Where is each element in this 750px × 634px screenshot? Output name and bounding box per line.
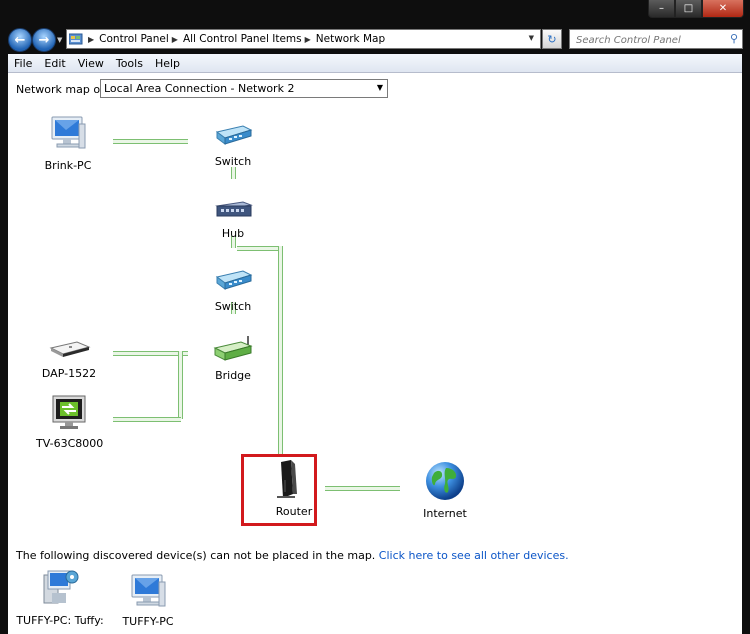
recent-pages-dropdown-icon[interactable]: ▼ [57,36,63,44]
network-select[interactable]: Local Area Connection - Network 2 ▼ [100,79,388,98]
network-map-label: Network map of [16,83,104,96]
node-label: TUFFY-PC [122,615,174,628]
breadcrumb-separator-icon: ▶ [304,34,311,44]
network-node-switch[interactable]: Switch [208,120,258,168]
globe-icon [426,462,464,500]
back-button[interactable]: ← [8,28,32,52]
node-label: TUFFY-PC: Tuffy: [16,614,104,627]
node-label: Bridge [215,369,251,382]
breadcrumb-network-map[interactable]: Network Map [315,33,386,45]
router-highlight-box [241,454,317,526]
network-node-tv-63c8000[interactable]: TV-63C8000 [36,394,104,450]
node-label: Internet [423,507,467,520]
refresh-icon: ↻ [547,32,557,46]
connector-line [113,139,188,144]
menu-view[interactable]: View [77,56,104,70]
connector-line [113,351,188,356]
bridge-icon [213,336,253,361]
minimize-icon[interactable]: – [648,0,675,18]
computer-icon [51,116,86,149]
connector-line [325,486,400,491]
maximize-icon[interactable]: □ [675,0,702,18]
refresh-button[interactable]: ↻ [542,29,562,49]
breadcrumb-all-control-panel-items[interactable]: All Control Panel Items [182,33,302,45]
see-all-devices-link[interactable]: Click here to see all other devices. [378,549,569,562]
forward-button[interactable]: → [32,28,56,52]
node-label: Switch [214,300,252,313]
connector-line [231,236,236,248]
node-label: DAP-1522 [41,367,97,380]
menu-help[interactable]: Help [154,56,181,70]
connector-line [113,417,181,422]
menu-edit[interactable]: Edit [44,56,66,70]
breadcrumb-separator-icon: ▶ [171,34,178,44]
address-bar[interactable]: ▶ Control Panel ▶ All Control Panel Item… [66,29,541,49]
switch-icon [215,125,253,145]
menu-tools[interactable]: Tools [115,56,143,70]
router-icon [277,460,297,498]
search-box[interactable]: ⚲ [569,29,743,49]
unplaced-message-text: The following discovered device(s) can n… [16,549,376,562]
node-label: Router [275,505,313,518]
connector-line [237,246,282,251]
network-node-internet[interactable]: Internet [420,460,470,520]
close-icon[interactable]: ✕ [702,0,744,18]
search-input[interactable] [574,31,728,49]
menu-bar: File Edit View Tools Help [8,54,742,73]
network-node-bridge[interactable]: Bridge [208,334,258,382]
network-select-value: Local Area Connection - Network 2 [104,82,295,95]
node-label: TV-63C8000 [36,437,104,450]
switch-icon [215,270,253,290]
node-label: Switch [214,155,252,168]
network-node-brink-pc[interactable]: Brink-PC [38,114,98,172]
chevron-down-icon[interactable]: ▼ [376,83,383,92]
content-area: File Edit View Tools Help Network map of… [8,54,742,634]
menu-file[interactable]: File [14,56,33,70]
breadcrumb-separator-icon: ▶ [88,34,95,44]
access-point-icon [49,341,91,357]
unplaced-device-tuffy-pc[interactable]: TUFFY-PC [120,572,176,628]
node-label: Brink-PC [44,159,92,172]
connector-line [278,246,283,454]
address-dropdown-icon[interactable]: ▼ [528,34,534,42]
caption-buttons: – □ ✕ [648,0,744,18]
search-icon[interactable]: ⚲ [729,32,738,45]
media-device-icon [52,395,86,429]
network-node-switch[interactable]: Switch [208,265,258,313]
breadcrumb-control-panel[interactable]: Control Panel [99,33,169,45]
network-node-hub[interactable]: Hub [208,196,258,240]
node-label: Hub [221,227,245,240]
unplaced-devices-message: The following discovered device(s) can n… [16,549,569,562]
network-node-router[interactable]: Router [258,460,330,518]
navigation-bar: ← → ▼ ▶ Control Panel ▶ All Control Pane… [0,22,750,54]
network-node-dap-1522[interactable]: DAP-1522 [41,334,97,380]
control-panel-icon [69,33,83,45]
media-computer-icon [43,570,79,604]
hub-icon [215,201,253,217]
unplaced-device-tuffy-pc-media[interactable]: TUFFY-PC: Tuffy: [16,567,104,627]
connector-line [231,167,236,179]
connector-line [231,302,236,314]
computer-icon [131,574,166,607]
connector-line [178,351,183,419]
